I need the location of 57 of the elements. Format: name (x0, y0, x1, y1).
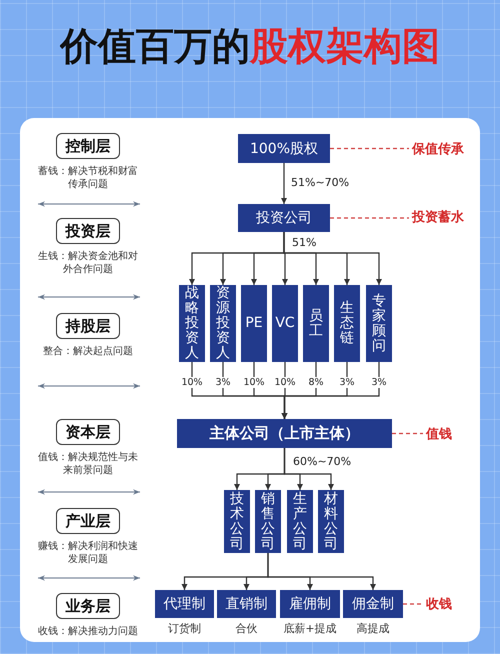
shareholder-box: 生产公司 (287, 490, 313, 553)
edge-label: 3% (214, 377, 232, 388)
arrow (284, 448, 334, 490)
layer-box: 产业层 (56, 508, 120, 534)
edge-label: 3% (338, 377, 356, 388)
shareholder-box: 员工 (303, 285, 329, 362)
shareholder-box: 材料公司 (318, 490, 344, 553)
edge-label: 51% (291, 236, 318, 249)
annotation-text: 收钱 (426, 596, 452, 613)
company-box: 投资公司 (238, 204, 330, 232)
edge-label: 10% (273, 377, 297, 388)
layer-description: 生钱：解决资金池和对外合作问题 (37, 250, 139, 276)
layer-box: 业务层 (56, 593, 120, 619)
arrow (283, 232, 382, 285)
company-box: 佣金制 (343, 590, 403, 618)
box-caption: 高提成 (356, 622, 390, 635)
edge-label: 10% (242, 377, 266, 388)
layer-description: 收钱：解决推动力问题 (37, 625, 139, 638)
edge-label: 3% (370, 377, 388, 388)
company-box: 雇佣制 (280, 590, 340, 618)
box-caption: 合伙 (234, 622, 258, 635)
company-box: 直销制 (217, 590, 276, 618)
edge-label: 10% (180, 377, 204, 388)
layer-box: 资本层 (56, 419, 120, 445)
annotation-text: 保值传承 (412, 141, 464, 158)
shareholder-box: 战略投资人 (179, 285, 205, 362)
shareholder-box: 生态链 (334, 285, 360, 362)
layer-box: 投资层 (56, 218, 120, 244)
edge-label: 60%~70% (292, 455, 352, 468)
dashed-leader (392, 432, 423, 434)
arrow (267, 553, 376, 590)
company-box: 100%股权 (238, 134, 330, 163)
box-caption: 底薪+提成 (282, 622, 338, 635)
layer-description: 蓄钱：解决节税和财富传承问题 (37, 165, 139, 191)
layer-description: 整合：解决起点问题 (42, 345, 134, 358)
shareholder-box: PE (241, 285, 267, 362)
annotation-text: 投资蓄水 (412, 209, 464, 226)
shareholder-box: VC (272, 285, 298, 362)
dashed-leader (330, 217, 409, 219)
annotation-text: 值钱 (426, 426, 452, 443)
shareholder-box: 技术公司 (224, 490, 250, 553)
shareholder-box: 专家顾问 (366, 285, 392, 362)
box-caption: 订货制 (167, 622, 202, 635)
arrow (282, 362, 380, 419)
layer-box: 持股层 (56, 313, 120, 339)
layer-box: 控制层 (56, 133, 120, 159)
dashed-leader (403, 603, 423, 605)
edge-label: 51%~70% (290, 176, 350, 189)
edge-label: 8% (307, 377, 325, 388)
layer-description: 值钱：解决规范性与未来前景问题 (37, 451, 139, 477)
shareholder-box: 资源投资人 (210, 285, 236, 362)
layer-description: 赚钱：解决利润和快速发展问题 (37, 540, 139, 566)
company-box: 代理制 (155, 590, 214, 618)
company-box: 主体公司（上市主体） (177, 419, 392, 448)
dashed-leader (330, 148, 409, 150)
arrow (281, 163, 287, 204)
shareholder-box: 销售公司 (255, 490, 281, 553)
